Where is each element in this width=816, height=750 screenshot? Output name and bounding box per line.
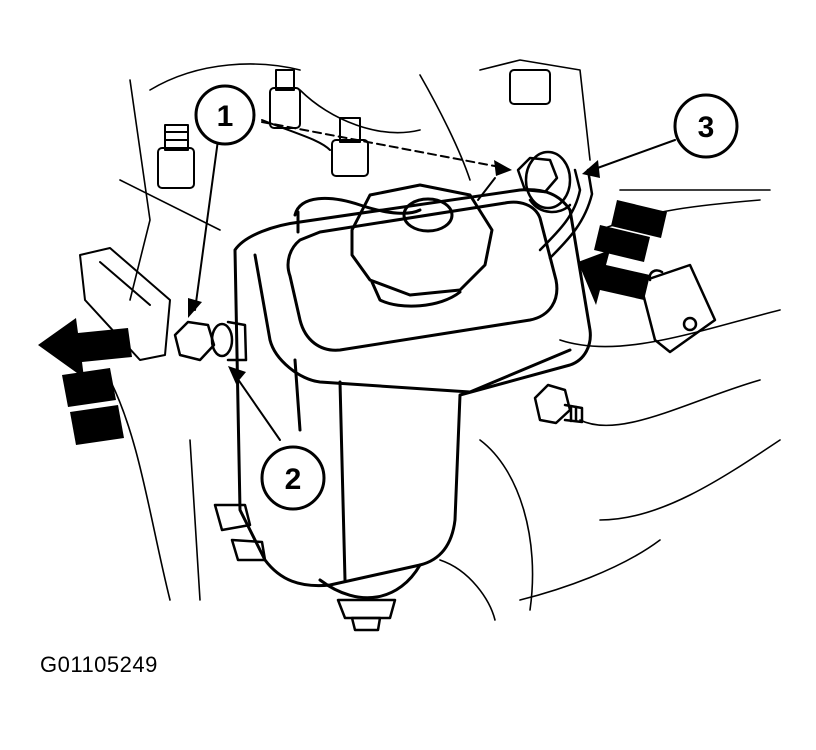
lower-clips — [213, 503, 397, 632]
callout-1: 1 — [194, 84, 256, 146]
callout-1-label: 1 — [217, 100, 234, 133]
mounting-bolt-left — [173, 320, 248, 362]
figure-code: G01105249 — [40, 652, 158, 677]
hose-pipe — [538, 168, 594, 260]
leader-arrowheads — [188, 160, 600, 384]
callout-2-label: 2 — [285, 463, 302, 496]
callout-3: 3 — [673, 93, 739, 159]
background-structure — [109, 59, 781, 621]
direction-arrow-left — [38, 318, 132, 445]
left-bracket — [79, 247, 171, 361]
right-bracket-tab — [638, 263, 717, 354]
side-stud-bolt — [533, 383, 584, 425]
stud-bolts-top — [157, 69, 551, 189]
leader-lines — [194, 121, 676, 441]
mounting-bolt-right — [516, 150, 572, 214]
callout-2: 2 — [260, 445, 326, 511]
direction-arrow-right — [578, 200, 667, 305]
coolant-reservoir — [233, 188, 592, 600]
callout-3-label: 3 — [698, 111, 715, 144]
diagram-illustration: 1 2 3 — [38, 59, 781, 632]
filler-cap — [293, 183, 494, 308]
